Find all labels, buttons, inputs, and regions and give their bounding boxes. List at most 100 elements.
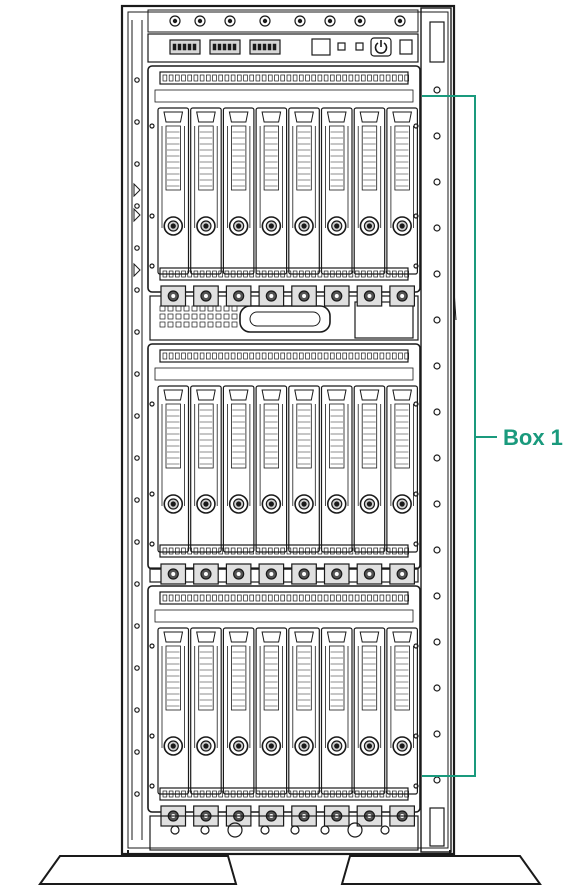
rail-screw	[134, 161, 140, 167]
cage-bottom-vent-slot	[398, 790, 403, 798]
box-callout: Box 1	[422, 95, 563, 777]
side-rail-hole	[433, 454, 441, 462]
cage-top-vent-slot	[361, 352, 366, 360]
cage-bottom-vent-slot	[261, 547, 267, 555]
rail-screw	[134, 119, 140, 125]
cage-bottom-vent-slot	[249, 790, 254, 798]
cage-top-vent-slot	[224, 74, 230, 82]
cage-bottom-vent-slot	[330, 270, 335, 278]
bay-vent	[183, 313, 190, 320]
cage-top-vent-slot	[162, 594, 168, 602]
drive-carrier	[222, 385, 255, 553]
drive-bay	[190, 107, 222, 307]
rail-screw	[134, 245, 140, 251]
cage-top-vent-slot	[367, 74, 372, 82]
cage-bottom-vent-slot	[212, 790, 217, 798]
cage-bottom-vent-slot	[348, 547, 354, 555]
release-button	[392, 736, 412, 756]
side-rail-hole	[433, 224, 441, 232]
drive-led-center	[236, 294, 241, 298]
usb-pin	[212, 43, 217, 51]
bay-vent	[231, 313, 238, 320]
cage-top-vent-slot	[404, 74, 409, 82]
release-button-dot	[236, 743, 242, 749]
usb-pin	[177, 43, 182, 51]
side-rail-hole	[433, 362, 441, 370]
cage-top-vent-slot	[212, 352, 217, 360]
cage-bottom-vent-slot	[342, 270, 347, 278]
cage-bottom-vent-slot	[373, 547, 378, 555]
cage-screw	[149, 733, 155, 739]
top-screw-3	[259, 15, 271, 27]
release-button-dot	[203, 743, 209, 749]
cage-top-vent-slot	[274, 352, 279, 360]
left-rail-tab-1	[133, 207, 141, 223]
cage-top-vent-slot	[175, 594, 180, 602]
drive-carrier	[190, 627, 222, 795]
release-button	[228, 736, 249, 756]
release-button-dot	[170, 223, 176, 229]
cage-bottom-vent-slot	[311, 547, 316, 555]
release-button-dot	[301, 743, 307, 749]
drive-handle	[228, 111, 249, 123]
service-port	[399, 39, 413, 55]
cage-top-vent-slot	[373, 352, 378, 360]
cage-bottom-vent-slot	[187, 790, 192, 798]
drive-handle	[359, 111, 380, 123]
cage-top-vent-slot	[361, 74, 366, 82]
drive-led-center	[367, 572, 372, 576]
drive-carrier	[320, 385, 353, 553]
cage-bottom-vent-slot	[367, 790, 372, 798]
bay-vent	[175, 313, 182, 320]
release-button-dot	[334, 223, 340, 229]
carrier-window	[263, 403, 280, 469]
drive-carrier	[353, 627, 386, 795]
top-screw-center-7	[397, 18, 403, 24]
drive-bay	[288, 107, 320, 307]
side-rail-hole	[433, 684, 441, 692]
cage-bottom-vent-slot	[398, 270, 403, 278]
cage-bottom-vent-slot	[292, 790, 298, 798]
drive-carrier	[320, 627, 353, 795]
cage-bottom-vent-slot	[218, 547, 223, 555]
cage-top-vent-slot	[392, 594, 397, 602]
drive-carrier	[386, 627, 418, 795]
cage-bottom-vent-slot	[255, 790, 261, 798]
drive-carrier	[255, 627, 288, 795]
bay-handle	[239, 305, 331, 333]
drive-handle	[359, 631, 380, 643]
cage-top-vent-slot	[187, 594, 192, 602]
cage-screw	[413, 263, 419, 269]
cage-top-vent-slot	[361, 594, 366, 602]
drive-bay	[353, 107, 386, 307]
side-rail-hole	[433, 776, 441, 784]
cage-top-vent-slot	[237, 74, 242, 82]
drive-carrier	[386, 385, 418, 553]
rail-screw	[134, 287, 140, 293]
release-button-dot	[268, 223, 274, 229]
rail-screw	[134, 371, 140, 377]
slot-label-strip	[154, 609, 414, 623]
cage-top-vent-slot	[243, 352, 248, 360]
cage-bottom-vent-slot	[323, 270, 329, 278]
top-screw-center-5	[327, 18, 333, 24]
rail-screw	[134, 539, 140, 545]
release-button	[359, 216, 380, 236]
bottom-screw-1	[200, 825, 210, 835]
drive-bay	[222, 385, 255, 585]
cage-top-vent-slot	[230, 352, 236, 360]
drive-handle	[392, 389, 413, 401]
cage-top-vent	[159, 591, 409, 605]
side-rail	[420, 7, 452, 853]
cage-top-vent-slot	[187, 352, 192, 360]
cage-bottom-vent-slot	[206, 270, 211, 278]
cage-bottom-vent-slot	[361, 270, 366, 278]
drive-cage-bottom	[147, 585, 421, 827]
drive-carrier	[288, 385, 320, 553]
side-rail-hole	[433, 270, 441, 278]
cage-bottom-vent-slot	[255, 547, 261, 555]
cage-bottom-vent-slot	[373, 790, 378, 798]
cage-bottom-vent-slot	[299, 547, 304, 555]
health-led	[337, 42, 346, 51]
